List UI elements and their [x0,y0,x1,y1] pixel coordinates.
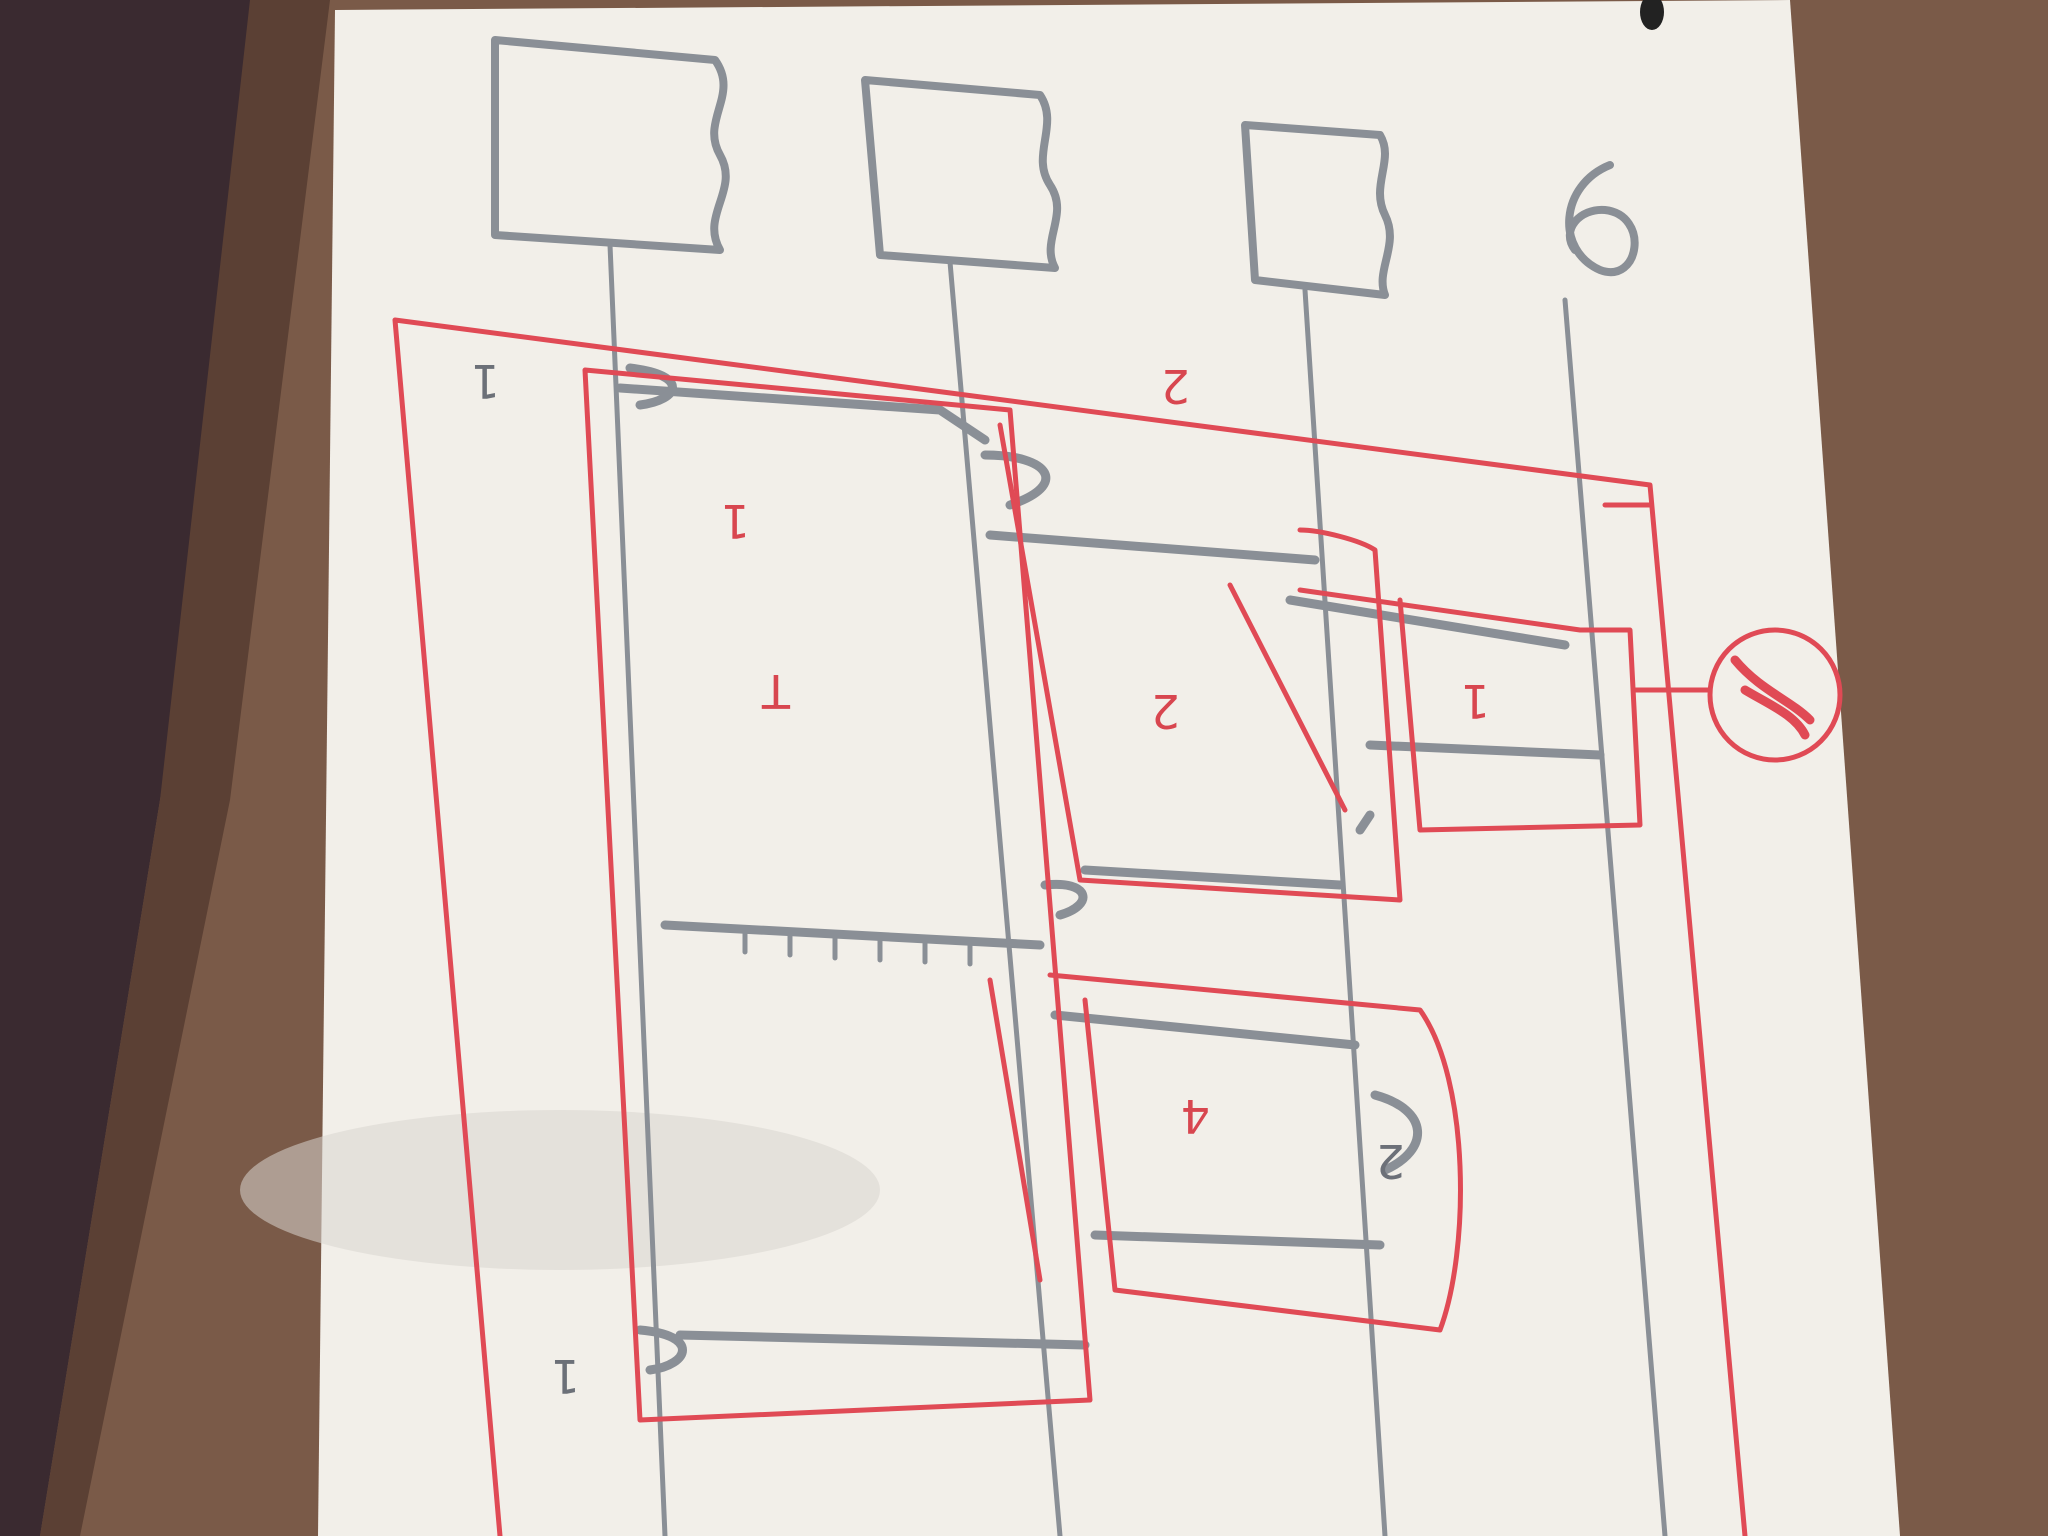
message-arrow [635,1325,687,1375]
message-arrow [1285,595,1570,650]
message-arrow [1050,1010,1360,1050]
lifeline [1302,287,1388,1536]
lower-box-label: 4 [1181,1089,1210,1143]
message-arrow [615,383,990,445]
red-ink-frames [392,317,1843,1536]
message-arrow [1370,1090,1423,1175]
message-arrow [1080,865,1345,890]
lifeline-box-icon [861,76,1062,272]
inner-box [1297,587,1643,833]
paper-sheet [318,0,1900,1536]
middle-box [997,422,1403,903]
ink-dot [1640,0,1664,30]
tick-marks [742,929,973,967]
message-arrow [1355,810,1375,835]
message-arrow [1040,879,1088,920]
lower-box [987,972,1463,1333]
pencil-lifeline-heads [491,36,1639,299]
pencil-lifelines [607,242,1668,1536]
circled-note-scribble [1730,655,1815,740]
inner-box-label: 1 [1461,674,1490,728]
actor-icon [1565,161,1639,277]
loop-frame [582,367,1093,1423]
message-arrow [675,1330,1090,1350]
top-bracket-label: 1 [471,354,500,408]
outer-frame-label: T [761,664,791,718]
lifeline [1562,297,1668,1536]
top-bracket-label-2: 1 [721,494,750,548]
wood-edge-shadow [40,0,330,1536]
lifeline [607,242,668,1536]
paper-shadow [240,1110,880,1270]
message-arrow [1090,1230,1385,1250]
bottom-marker-label: 1 [551,1349,580,1403]
message-arrow [1365,740,1605,760]
outer-frame [392,317,1748,1536]
pencil-mark-label: 2 [1161,359,1190,413]
pencil-messages [615,363,1605,1375]
slash [1227,582,1348,813]
circled-note-icon [1707,627,1843,763]
message-arrow [625,363,677,410]
handwritten-labels: 1 2 T 2 1 4 2 1 1 [471,354,1490,1403]
message-arrow [985,530,1320,565]
lower-box-side-label: 2 [1376,1134,1405,1188]
lifeline-box-icon [491,36,730,254]
middle-box-label: 2 [1151,684,1180,738]
lifeline [947,259,1063,1536]
lifeline-box-icon [1241,121,1394,299]
message-arrow [660,920,1045,950]
